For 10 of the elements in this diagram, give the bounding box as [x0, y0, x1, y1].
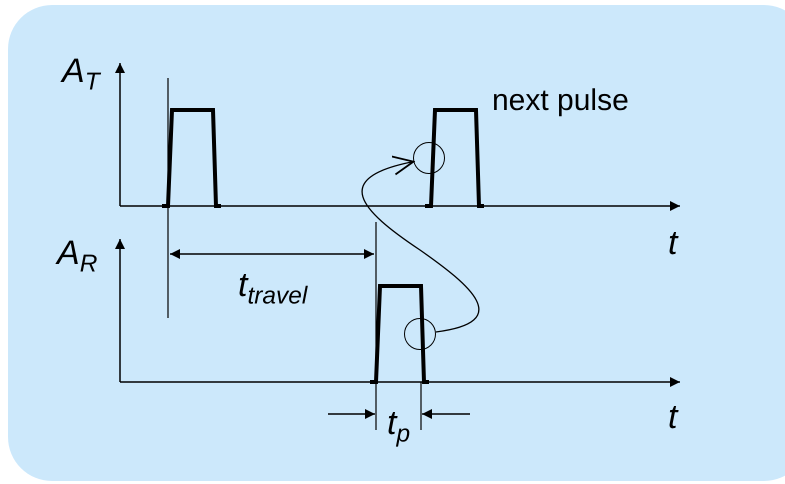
axis-label: t: [668, 226, 678, 260]
curved-arrow: [362, 156, 480, 333]
axis-label: A$_{T}$: [62, 54, 100, 95]
annotation-text: next pulse: [492, 86, 629, 116]
dimension-label: t$_{travel}$: [238, 268, 308, 309]
circle-marker: [413, 142, 445, 174]
axis-label: A$_{R}$: [57, 236, 98, 277]
circle-marker: [404, 318, 436, 350]
axis-label: t: [668, 400, 678, 434]
dimension-label: t$_{p}$: [387, 406, 410, 447]
